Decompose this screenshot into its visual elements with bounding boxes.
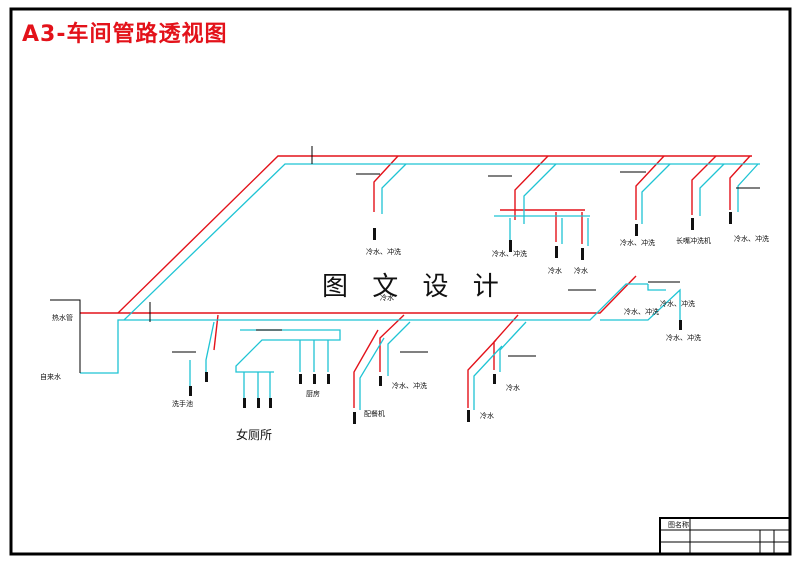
hot-branch-8 bbox=[493, 314, 519, 370]
fixture-15 bbox=[189, 386, 192, 396]
hot-branch-3 bbox=[635, 155, 665, 220]
label-hot-pipe: 热水管 bbox=[52, 313, 73, 322]
fixture-9 bbox=[243, 398, 246, 408]
fixture-16 bbox=[205, 372, 208, 382]
fixture-label-4: 冷水 bbox=[548, 266, 562, 275]
cold-water-pipes bbox=[80, 163, 760, 410]
fixture-3 bbox=[555, 246, 558, 258]
title-block-frame bbox=[659, 517, 791, 555]
fixture-label-5: 冷水 bbox=[574, 266, 588, 275]
fixture-10 bbox=[257, 398, 260, 408]
fixtures bbox=[189, 212, 732, 424]
cold-branch-4 bbox=[699, 163, 725, 216]
fixture-6 bbox=[691, 218, 694, 230]
fixture-8 bbox=[679, 320, 682, 330]
cold-branch-1 bbox=[381, 163, 407, 214]
cold-branch-5 bbox=[737, 163, 759, 212]
drawing-title: A3-车间管路透视图 bbox=[22, 22, 228, 47]
hot-main-lower bbox=[118, 275, 637, 314]
watermark: 图 文 设 计 bbox=[322, 272, 507, 302]
fixture-20 bbox=[493, 374, 496, 384]
cold-drop-sink bbox=[205, 321, 215, 380]
cold-inlet bbox=[80, 319, 124, 374]
drawing-frame bbox=[9, 7, 792, 556]
hot-branch-7 bbox=[353, 329, 379, 408]
fixture-14 bbox=[327, 374, 330, 384]
cold-branch-2 bbox=[523, 163, 557, 224]
fixture-label-14: 厨房 bbox=[306, 389, 320, 398]
fixture-2 bbox=[509, 240, 512, 252]
hot-branch-5 bbox=[729, 155, 751, 210]
fixture-17 bbox=[353, 412, 356, 424]
cold-branch-6 bbox=[387, 321, 411, 376]
fixture-label-7: 冷水、冲洗 bbox=[734, 234, 769, 243]
cold-branch-7 bbox=[359, 337, 385, 410]
cold-branch-3 bbox=[641, 163, 671, 224]
fixture-5 bbox=[635, 224, 638, 236]
fixture-13 bbox=[313, 374, 316, 384]
fixture-label-13: 冷水 bbox=[480, 411, 494, 420]
labels: 热水管 自来水 冷水、冲洗 冷水、冲洗 冷水、冲洗 冷水 冷水 长嘴冲洗机 冷水… bbox=[40, 234, 769, 420]
cold-branch-8 bbox=[499, 321, 527, 372]
title-block-grid bbox=[660, 518, 790, 554]
hot-main-upper bbox=[117, 155, 752, 314]
hot-branch-6 bbox=[379, 314, 405, 372]
cold-main-lower bbox=[124, 283, 648, 321]
fixture-label-9: 冷水、冲洗 bbox=[666, 333, 701, 342]
fixture-1 bbox=[373, 228, 376, 240]
cold-right-branch bbox=[600, 288, 681, 321]
restroom-label: 女厕所 bbox=[236, 428, 273, 442]
fixture-11 bbox=[269, 398, 272, 408]
fixture-label-12: 冷水 bbox=[506, 383, 520, 392]
cold-right-spur bbox=[647, 284, 666, 291]
title-block-label: 图名称 bbox=[668, 520, 689, 529]
fixture-label-2: 冷水、冲洗 bbox=[492, 249, 527, 258]
fixture-label-6: 长嘴冲洗机 bbox=[676, 236, 711, 245]
fixture-19 bbox=[467, 410, 470, 422]
cold-restroom-header bbox=[235, 329, 341, 373]
fixture-7 bbox=[729, 212, 732, 224]
tag-leader-inlet bbox=[50, 299, 81, 373]
hot-drop-sink bbox=[213, 314, 219, 351]
fixture-label-3: 冷水、冲洗 bbox=[620, 238, 655, 247]
fixture-4 bbox=[581, 248, 584, 260]
fixture-label-15: 配餐机 bbox=[364, 409, 385, 418]
fixture-12 bbox=[299, 374, 302, 384]
hot-branch-4 bbox=[691, 155, 717, 215]
fixture-label-16: 冷水 bbox=[380, 293, 394, 302]
hot-branch-1 bbox=[373, 155, 399, 212]
hot-branch-9 bbox=[467, 339, 497, 408]
label-cold-water: 自来水 bbox=[40, 372, 61, 381]
fixture-label-10: 冷水、冲洗 bbox=[392, 381, 427, 390]
cold-branch-9 bbox=[473, 345, 503, 410]
fixture-18 bbox=[379, 376, 382, 386]
fixture-label-1: 冷水、冲洗 bbox=[366, 247, 401, 256]
title-block bbox=[659, 517, 791, 555]
hot-water-pipes bbox=[80, 155, 752, 408]
cold-main-upper bbox=[123, 163, 760, 321]
fixture-label-8: 冷水、冲洗 bbox=[624, 307, 659, 316]
fixture-label-11: 洗手池 bbox=[172, 399, 193, 408]
pipe-tags bbox=[50, 146, 760, 373]
fixture-label-17: 冷水、冲洗 bbox=[660, 299, 695, 308]
